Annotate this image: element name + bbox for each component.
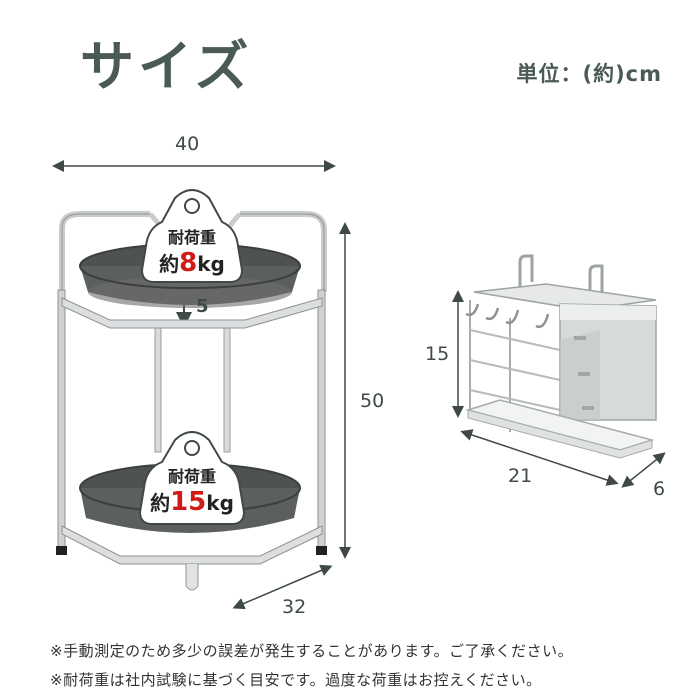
unit-label: 単位：(約)cm: [516, 62, 662, 86]
depth-dimension-line: [232, 564, 333, 610]
load-value: 約15kg: [144, 487, 240, 517]
lower-load-badge: 耐荷重 約15kg: [144, 463, 240, 517]
holder-depth-dimension-line: [621, 452, 666, 488]
weight-icon: [138, 431, 246, 525]
upper-load-badge: 耐荷重 約8kg: [148, 224, 236, 278]
holder-width-dimension-line: [460, 429, 619, 486]
load-value: 約8kg: [148, 248, 236, 278]
load-prefix: 約: [159, 252, 180, 276]
measurement-note: ※手動測定のため多少の誤差が発生することがあります。ご了承ください。: [50, 642, 574, 660]
load-unit: kg: [206, 491, 234, 515]
holder-width-label: 21: [508, 465, 533, 487]
load-label: 耐荷重: [167, 228, 216, 247]
weight-icon: [140, 189, 244, 283]
load-number: 8: [179, 248, 198, 278]
page-title: サイズ: [80, 35, 253, 98]
rack-depth-label: 32: [282, 596, 307, 618]
load-unit: kg: [197, 252, 225, 276]
load-note: ※耐荷重は社内試験に基づく目安です。過度な荷重はお控えください。: [50, 671, 542, 689]
rack-width-label: 40: [175, 133, 200, 155]
load-label: 耐荷重: [167, 467, 216, 486]
holder-height-label: 15: [425, 343, 450, 365]
tier-gap-label: 5: [196, 296, 209, 317]
load-prefix: 約: [150, 491, 171, 515]
utensil-holder-image: [465, 254, 657, 459]
load-number: 15: [170, 487, 207, 517]
holder-depth-label: 6: [653, 478, 666, 500]
rack-height-label: 50: [360, 390, 385, 412]
